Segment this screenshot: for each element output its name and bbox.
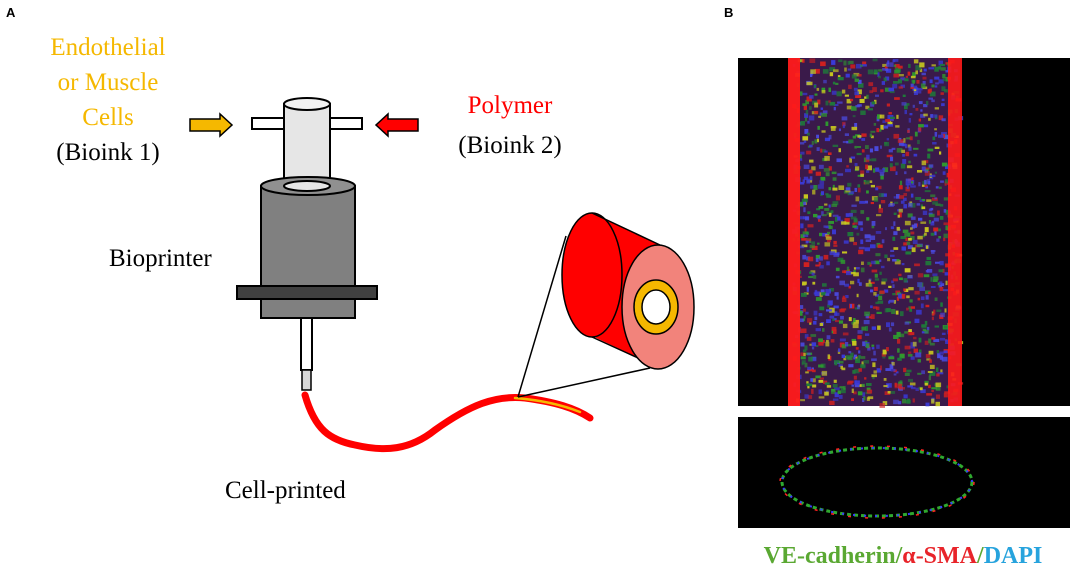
stain-dapi: DAPI [984, 543, 1043, 569]
printer-flange [236, 285, 378, 300]
bioink1-label: Endothelial or Muscle Cells (Bioink 1) [50, 34, 165, 166]
stain-legend: VE-cadherin/α-SMA/DAPI [764, 543, 1043, 569]
feed-cylinder-top [283, 97, 331, 111]
bioprinter-label: Bioprinter [109, 245, 212, 272]
arrow-right-icon [189, 112, 234, 138]
bioprinter-device [236, 97, 378, 391]
printer-nozzle [300, 317, 313, 371]
micrograph-longitudinal [738, 58, 1070, 408]
stain-alpha-sma: α-SMA [902, 543, 977, 569]
inlet-left [251, 117, 287, 130]
bioink1-line4: (Bioink 1) [56, 139, 159, 166]
vessel-cross-section [561, 212, 695, 370]
bioink2-label: Polymer (Bioink 2) [458, 92, 561, 159]
arrow-left-icon [374, 112, 419, 138]
bioink1-line1: Endothelial [50, 34, 165, 61]
feed-cylinder [283, 103, 331, 191]
feed-cylinder-bottom [283, 180, 331, 192]
printer-nozzle-tip [301, 369, 312, 391]
vessel-lumen [641, 289, 671, 325]
output-label: Cell-printed [225, 477, 346, 504]
micrograph-speckle [792, 58, 964, 408]
panel-b-letter: B [724, 5, 733, 20]
stain-separator: / [895, 543, 903, 569]
zoom-lines [517, 235, 651, 398]
inlet-right [327, 117, 363, 130]
stain-ve-cadherin: VE-cadherin [764, 543, 896, 569]
micrograph-cross-section [738, 417, 1070, 528]
stain-separator: / [976, 543, 984, 569]
printed-strand [301, 391, 594, 453]
panel-a-letter: A [6, 5, 16, 20]
bioink1-line3: Cells [82, 104, 133, 131]
bioink2-line2: (Bioink 2) [458, 132, 561, 159]
bioink2-line1: Polymer [468, 92, 553, 119]
bioink1-line2: or Muscle [58, 69, 159, 96]
